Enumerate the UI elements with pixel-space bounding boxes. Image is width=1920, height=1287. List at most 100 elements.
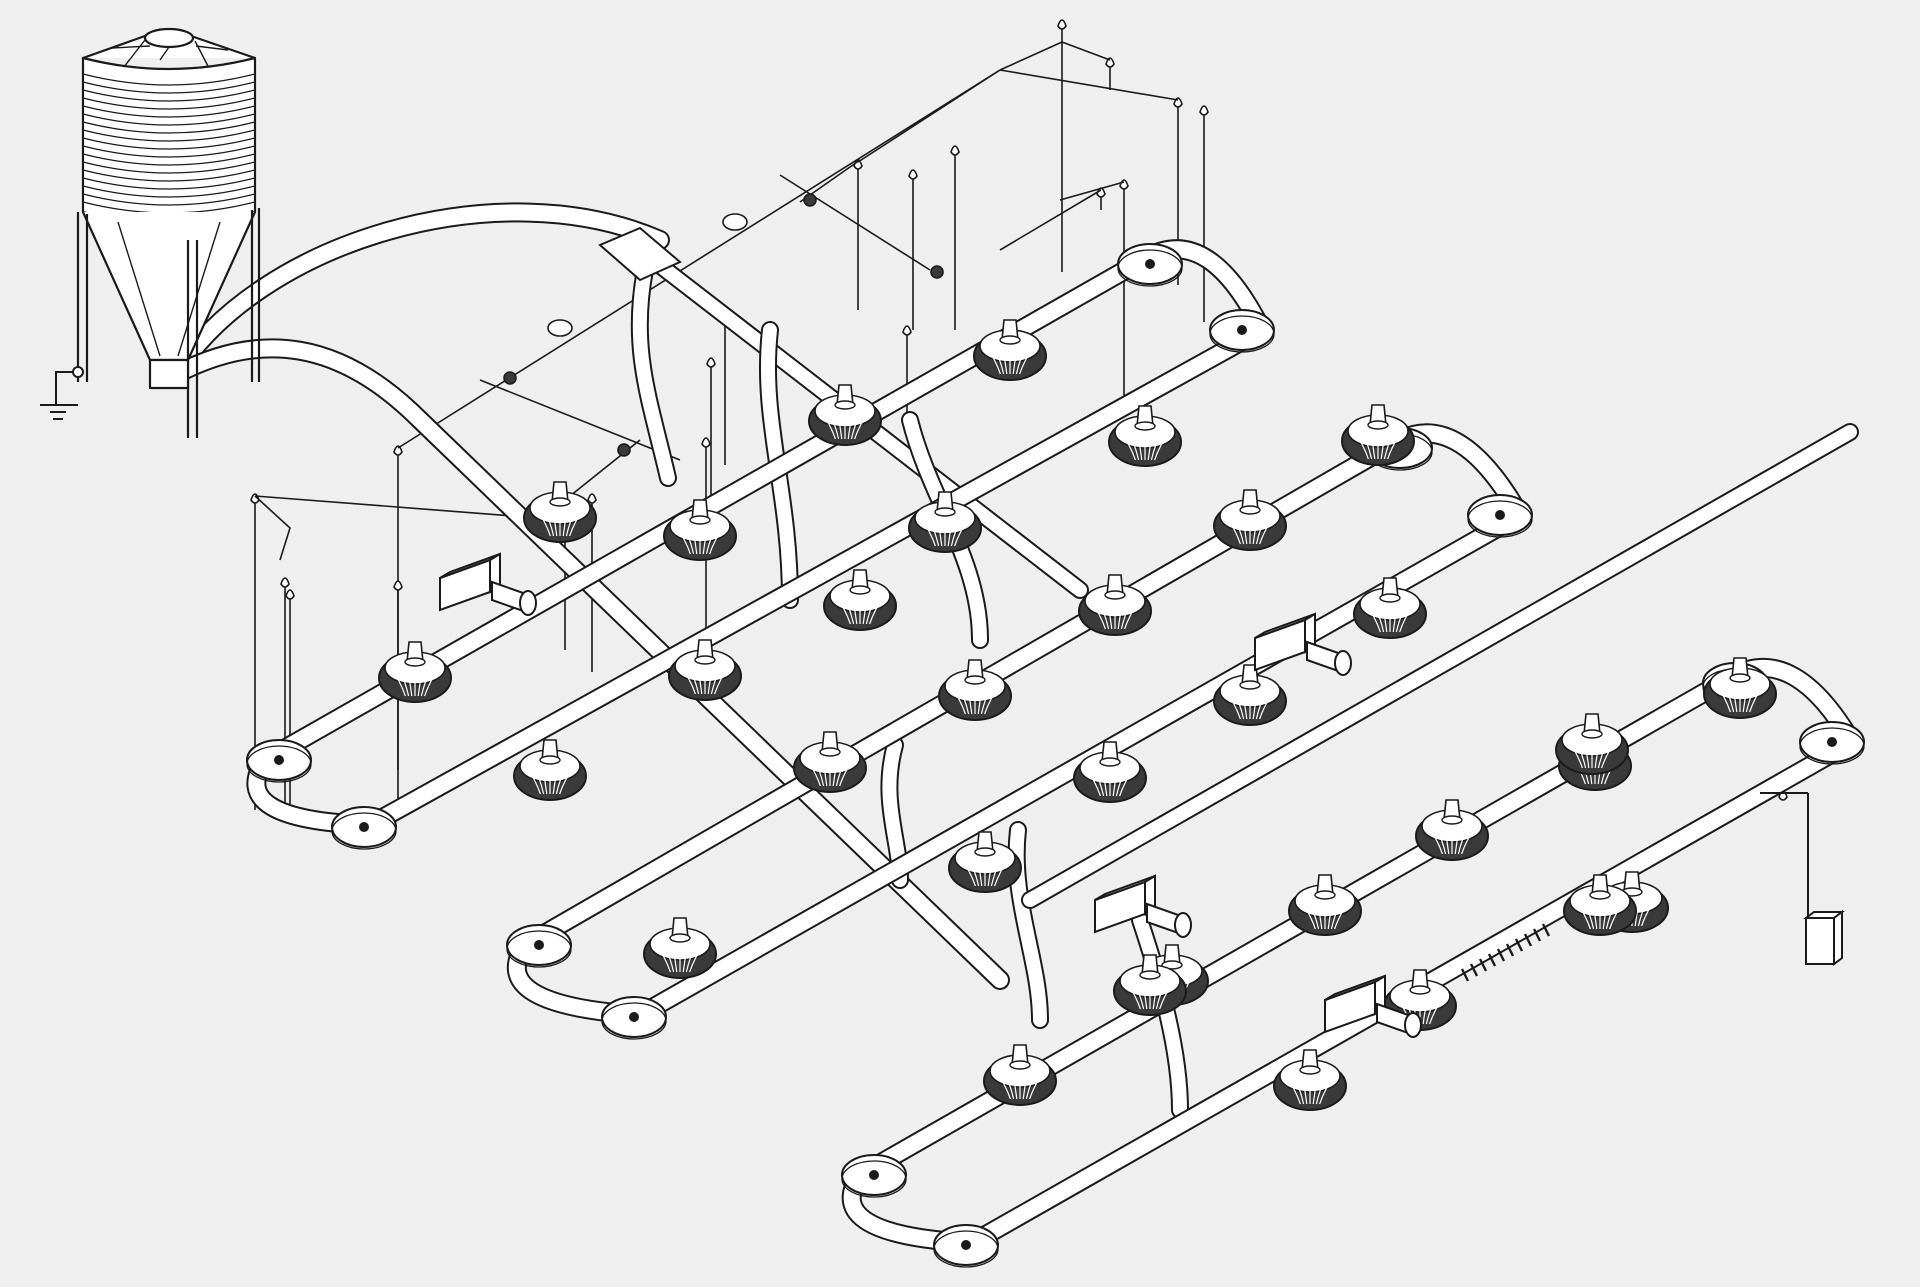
feeder-pan [523,481,597,543]
silo-ring [82,145,256,158]
pan-rib [702,525,709,555]
auger-flight [1487,953,1497,967]
auger-flight [1460,968,1470,982]
pan-rib [1152,980,1159,1010]
hanger-clip [1057,19,1067,30]
pan-collar [974,847,996,857]
pan-collar [1104,590,1126,600]
pan-rib [950,685,966,715]
pan-rib [1255,515,1267,545]
pan-rib [420,667,432,697]
feeder-line-4 [1021,423,1859,909]
pan-rib [406,667,413,697]
support-cable [999,41,1111,71]
pan-rib [683,525,695,555]
pulley-hub [1237,325,1247,335]
feeder-pan [1555,713,1629,775]
hanger-clip [280,577,290,588]
motor-end [1404,1012,1422,1038]
pan-rib [993,345,1005,375]
ground-symbol [40,366,84,420]
pan-rib [1147,431,1154,461]
pipe-body [248,241,1270,833]
pan-rib [813,757,825,787]
silo-ring [82,137,256,150]
pipe-body [167,340,1008,988]
pan-rib [1601,739,1617,769]
hanger-clip [701,437,711,448]
silo-roof-ribs [111,39,229,73]
feeder-pan [1341,404,1415,466]
pan-rib [1575,900,1591,930]
auger-flight [1523,933,1533,947]
pan-rib [551,507,558,537]
pan-rib [832,757,839,787]
pan-collar [999,335,1021,345]
drive-motor [1324,974,1422,1038]
silo-ring [82,185,256,198]
hopper-junction [598,226,682,282]
pulley-hub [359,822,369,832]
feeder-pan [1213,489,1287,551]
pan-rib [663,943,675,973]
pulley-groove [331,812,397,850]
drive-motor [1254,612,1352,676]
drive-motor [439,552,537,616]
pan-collar [934,507,956,517]
pan-rib [1115,767,1127,797]
pan-rib [569,507,585,537]
pulley-hub [869,1170,879,1180]
pan-collar [404,657,426,667]
pan-rib [1241,690,1248,720]
pan-rib [958,685,970,715]
pan-rib [820,410,836,440]
pulley-groove [601,1002,667,1040]
pan-rib [1583,900,1595,930]
pan-rib [1597,739,1609,769]
hanger-clip [393,580,403,591]
pipe-body [167,204,668,383]
pan-rib [541,765,548,795]
silo-ring [82,73,256,86]
cable-turnbuckle [930,265,944,279]
pan-collar [694,655,716,665]
pan-collar [1239,505,1261,515]
corner-pulley [601,996,667,1040]
feeder-pan [1108,405,1182,467]
silo-ring [82,105,256,118]
silo-auger-pipe-upper [165,202,670,385]
corner-pulley [506,924,572,968]
silo-boot [148,358,190,390]
feeder-pan [983,1044,1057,1106]
corner-pulley [1467,494,1533,538]
auger-flight [1541,923,1551,937]
feeder-pan [1213,664,1287,726]
pan-rib [995,1070,1011,1100]
pan-rib [1454,825,1461,855]
feeder-pan [378,641,452,703]
pan-rib [1634,897,1641,927]
pan-rib [854,410,870,440]
pan-rib [1136,431,1143,461]
pan-rib [1029,1070,1045,1100]
feeder-pan [1288,874,1362,936]
pan-rib [869,595,885,625]
pan-rib [709,525,725,555]
pan-rib [987,857,994,887]
pan-rib [1330,900,1342,930]
pan-collar [1299,1065,1321,1075]
pan-rib [1422,995,1429,1025]
pan-rib [398,667,410,697]
pan-rib [1731,683,1738,713]
corner-pulley [246,739,312,783]
pan-rib [1128,431,1140,461]
pan-collar [819,747,841,757]
pan-rib [821,757,828,787]
drop-pipe-6 [1131,911,1189,1119]
pan-rib [1233,690,1245,720]
pan-rib [1392,603,1399,633]
hanger-clip [587,493,597,504]
pan-rib [1308,900,1320,930]
pan-collar [1589,890,1611,900]
pan-rib [707,665,714,695]
